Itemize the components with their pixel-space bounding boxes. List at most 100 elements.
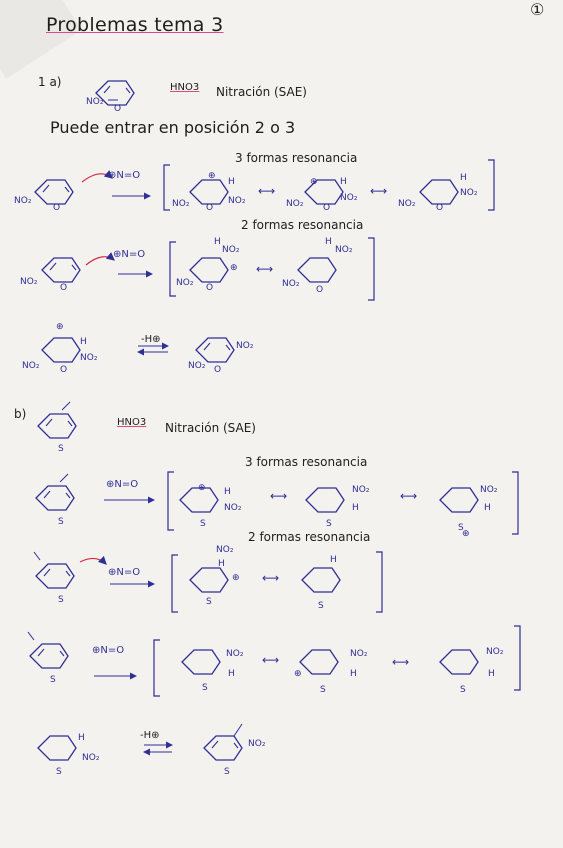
svg-text:NO₂: NO₂ bbox=[176, 278, 194, 288]
svg-text:S: S bbox=[58, 444, 64, 454]
svg-text:O: O bbox=[206, 283, 213, 293]
svg-text:O: O bbox=[114, 104, 121, 114]
svg-text:S: S bbox=[58, 517, 64, 527]
svg-text:H: H bbox=[228, 669, 235, 679]
part-b-res3-label: 3 formas resonancia bbox=[245, 455, 368, 469]
svg-text:H: H bbox=[78, 733, 85, 743]
svg-text:NO₂: NO₂ bbox=[248, 739, 266, 749]
svg-text:H: H bbox=[325, 237, 332, 247]
svg-text:NO₂: NO₂ bbox=[480, 485, 498, 495]
svg-text:⟷: ⟷ bbox=[262, 653, 279, 667]
svg-text:⟷: ⟷ bbox=[262, 571, 279, 585]
svg-text:H: H bbox=[352, 503, 359, 513]
part-b-res2-label: 2 formas resonancia bbox=[248, 530, 371, 544]
part-b-proton-loss: -H⊕ bbox=[140, 730, 160, 741]
svg-text:⊕: ⊕ bbox=[294, 669, 302, 679]
svg-text:S: S bbox=[318, 601, 324, 611]
svg-text:NO₂: NO₂ bbox=[172, 199, 190, 209]
part-a-res2-label: 2 formas resonancia bbox=[241, 218, 364, 232]
part-b-electrophile-2: ⊕N=O bbox=[108, 567, 141, 578]
svg-text:S: S bbox=[224, 767, 230, 777]
svg-text:NO₂: NO₂ bbox=[224, 503, 242, 513]
svg-text:NO₂: NO₂ bbox=[236, 341, 254, 351]
svg-text:S: S bbox=[200, 519, 206, 529]
svg-text:NO₂: NO₂ bbox=[335, 245, 353, 255]
part-a-electrophile-2: ⊕N=O bbox=[113, 249, 146, 260]
svg-text:O: O bbox=[60, 283, 67, 293]
svg-text:NO₂: NO₂ bbox=[216, 545, 234, 555]
part-a-label: 1 a) bbox=[38, 75, 62, 89]
svg-text:⟷: ⟷ bbox=[370, 184, 387, 198]
svg-text:NO₂: NO₂ bbox=[352, 485, 370, 495]
svg-text:S: S bbox=[56, 767, 62, 777]
svg-text:⊕: ⊕ bbox=[310, 177, 318, 187]
page-number: ① bbox=[530, 0, 545, 19]
svg-text:H: H bbox=[484, 503, 491, 513]
page-title: Problemas tema 3 bbox=[46, 14, 224, 36]
svg-text:⊕: ⊕ bbox=[198, 483, 206, 493]
part-b-electrophile-3: ⊕N=O bbox=[92, 645, 125, 656]
svg-text:⟷: ⟷ bbox=[400, 489, 417, 503]
svg-text:NO₂: NO₂ bbox=[80, 353, 98, 363]
part-a-reagent: HNO3 bbox=[170, 82, 200, 93]
svg-text:NO₂: NO₂ bbox=[228, 196, 246, 206]
part-a-electrophile-1: ⊕N=O bbox=[108, 170, 141, 181]
svg-text:⊕: ⊕ bbox=[56, 322, 64, 332]
svg-text:S: S bbox=[50, 675, 56, 685]
svg-text:S: S bbox=[206, 597, 212, 607]
svg-text:NO₂: NO₂ bbox=[460, 188, 478, 198]
svg-text:NO₂: NO₂ bbox=[398, 199, 416, 209]
svg-text:⊕: ⊕ bbox=[208, 171, 216, 181]
svg-text:S: S bbox=[326, 519, 332, 529]
part-b-reagent: HNO3 bbox=[117, 417, 147, 428]
svg-text:NO₂: NO₂ bbox=[20, 277, 38, 287]
svg-text:H: H bbox=[214, 237, 221, 247]
svg-text:NO₂: NO₂ bbox=[22, 361, 40, 371]
svg-text:NO₂: NO₂ bbox=[340, 193, 358, 203]
svg-text:⟷: ⟷ bbox=[270, 489, 287, 503]
svg-text:H: H bbox=[350, 669, 357, 679]
svg-text:NO₂: NO₂ bbox=[226, 649, 244, 659]
svg-text:H: H bbox=[488, 669, 495, 679]
part-b-electrophile-1: ⊕N=O bbox=[106, 479, 139, 490]
part-a-reaction: Nitración (SAE) bbox=[216, 85, 307, 99]
svg-text:O: O bbox=[436, 203, 443, 213]
svg-text:⊕: ⊕ bbox=[230, 263, 238, 273]
svg-text:H: H bbox=[228, 177, 235, 187]
svg-text:S: S bbox=[460, 685, 466, 695]
svg-text:⟷: ⟷ bbox=[392, 655, 409, 669]
svg-text:NO₂: NO₂ bbox=[14, 196, 32, 206]
svg-text:NO₂: NO₂ bbox=[486, 647, 504, 657]
svg-text:O: O bbox=[60, 365, 67, 375]
svg-text:O: O bbox=[206, 203, 213, 213]
part-b-structures: S S S H NO₂ ⊕ ⟷ S NO₂ H ⟷ S NO₂ H ⊕ S S NO₂ H ⊕ ⟷ S… bbox=[27, 401, 521, 777]
svg-text:O: O bbox=[53, 203, 60, 213]
svg-text:S: S bbox=[320, 685, 326, 695]
svg-text:S: S bbox=[202, 683, 208, 693]
svg-text:⊕: ⊕ bbox=[462, 529, 470, 539]
svg-text:H: H bbox=[460, 173, 467, 183]
svg-text:NO₂: NO₂ bbox=[188, 361, 206, 371]
svg-text:H: H bbox=[340, 177, 347, 187]
part-a-note: Puede entrar en posición 2 o 3 bbox=[50, 118, 296, 137]
part-a-proton-loss: -H⊕ bbox=[141, 334, 161, 345]
part-b-reaction: Nitración (SAE) bbox=[165, 421, 256, 435]
svg-text:S: S bbox=[458, 523, 464, 533]
svg-text:H: H bbox=[80, 337, 87, 347]
svg-text:NO₂: NO₂ bbox=[282, 279, 300, 289]
svg-text:⊕: ⊕ bbox=[232, 573, 240, 583]
svg-text:H: H bbox=[224, 487, 231, 497]
svg-text:NO₂: NO₂ bbox=[82, 753, 100, 763]
svg-text:NO₂: NO₂ bbox=[286, 199, 304, 209]
part-b-label: b) bbox=[14, 407, 27, 421]
svg-text:H: H bbox=[218, 559, 225, 569]
svg-text:O: O bbox=[214, 365, 221, 375]
svg-text:NO₂: NO₂ bbox=[222, 245, 240, 255]
part-a-res3-label: 3 formas resonancia bbox=[235, 151, 358, 165]
svg-text:O: O bbox=[316, 285, 323, 295]
svg-text:S: S bbox=[58, 595, 64, 605]
svg-text:O: O bbox=[323, 203, 330, 213]
